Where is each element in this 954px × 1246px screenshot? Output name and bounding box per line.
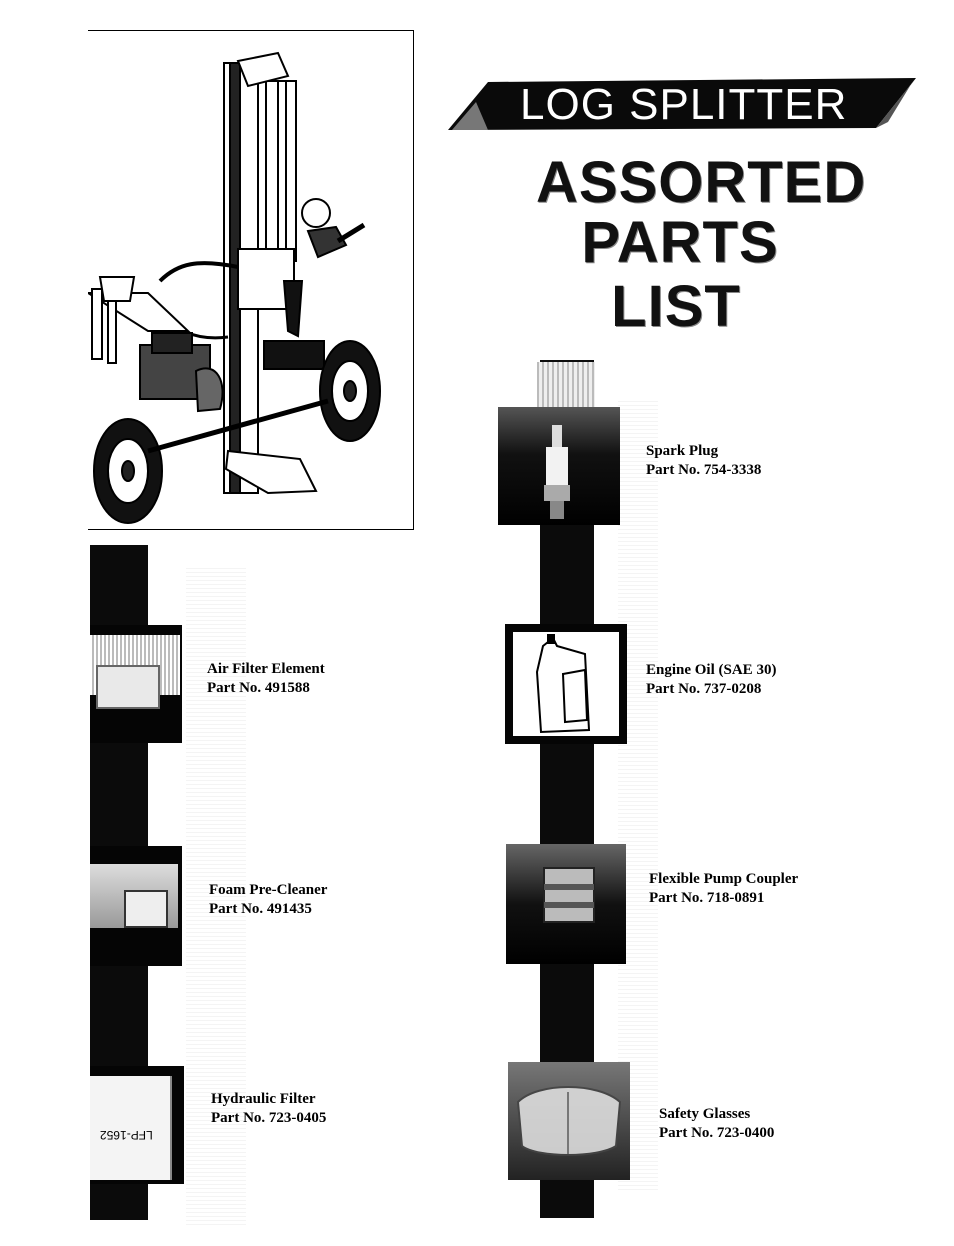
- part-number-safety-glasses: Part No. 723-0400: [659, 1125, 775, 1141]
- part-name-spark-plug: Spark Plug: [646, 443, 719, 459]
- air-filter-element-photo: [90, 625, 182, 743]
- part-name-foam-pre-cleaner: Foam Pre-Cleaner: [209, 882, 328, 898]
- part-number-pump-coupler: Part No. 718-0891: [649, 890, 765, 906]
- engine-oil-photo: [505, 624, 627, 744]
- safety-glasses-photo: [508, 1062, 630, 1180]
- part-name-safety-glasses: Safety Glasses: [659, 1106, 751, 1122]
- flexible-pump-coupler-photo: [506, 844, 626, 964]
- part-number-foam-pre-cleaner: Part No. 491435: [209, 901, 312, 917]
- part-name-air-filter: Air Filter Element: [207, 661, 325, 677]
- banner-title: LOG SPLITTER: [520, 80, 848, 129]
- filter-label-text: LFP-1652: [100, 1128, 153, 1142]
- heading-line-list: LIST: [611, 274, 741, 339]
- part-number-engine-oil: Part No. 737-0208: [646, 681, 762, 697]
- heading-line-assorted: ASSORTED: [536, 150, 867, 215]
- hydraulic-filter-photo: LFP-1652: [90, 1066, 184, 1184]
- right-column-stipple: [618, 400, 658, 1190]
- foam-pre-cleaner-photo: [90, 846, 182, 966]
- part-name-pump-coupler: Flexible Pump Coupler: [649, 871, 799, 887]
- right-post-cap: [537, 362, 595, 410]
- heading-line-parts: PARTS: [581, 210, 779, 275]
- title-banner: [448, 78, 916, 132]
- part-name-hydraulic-filter: Hydraulic Filter: [211, 1091, 316, 1107]
- left-column-stipple: [186, 565, 246, 1225]
- part-name-engine-oil: Engine Oil (SAE 30): [646, 662, 777, 678]
- log-splitter-illustration-frame: [84, 30, 414, 530]
- part-number-hydraulic-filter: Part No. 723-0405: [211, 1110, 327, 1126]
- part-number-spark-plug: Part No. 754-3338: [646, 462, 762, 478]
- spark-plug-photo: [498, 407, 620, 525]
- part-number-air-filter: Part No. 491588: [207, 680, 310, 696]
- log-splitter-illustration: [84, 51, 381, 524]
